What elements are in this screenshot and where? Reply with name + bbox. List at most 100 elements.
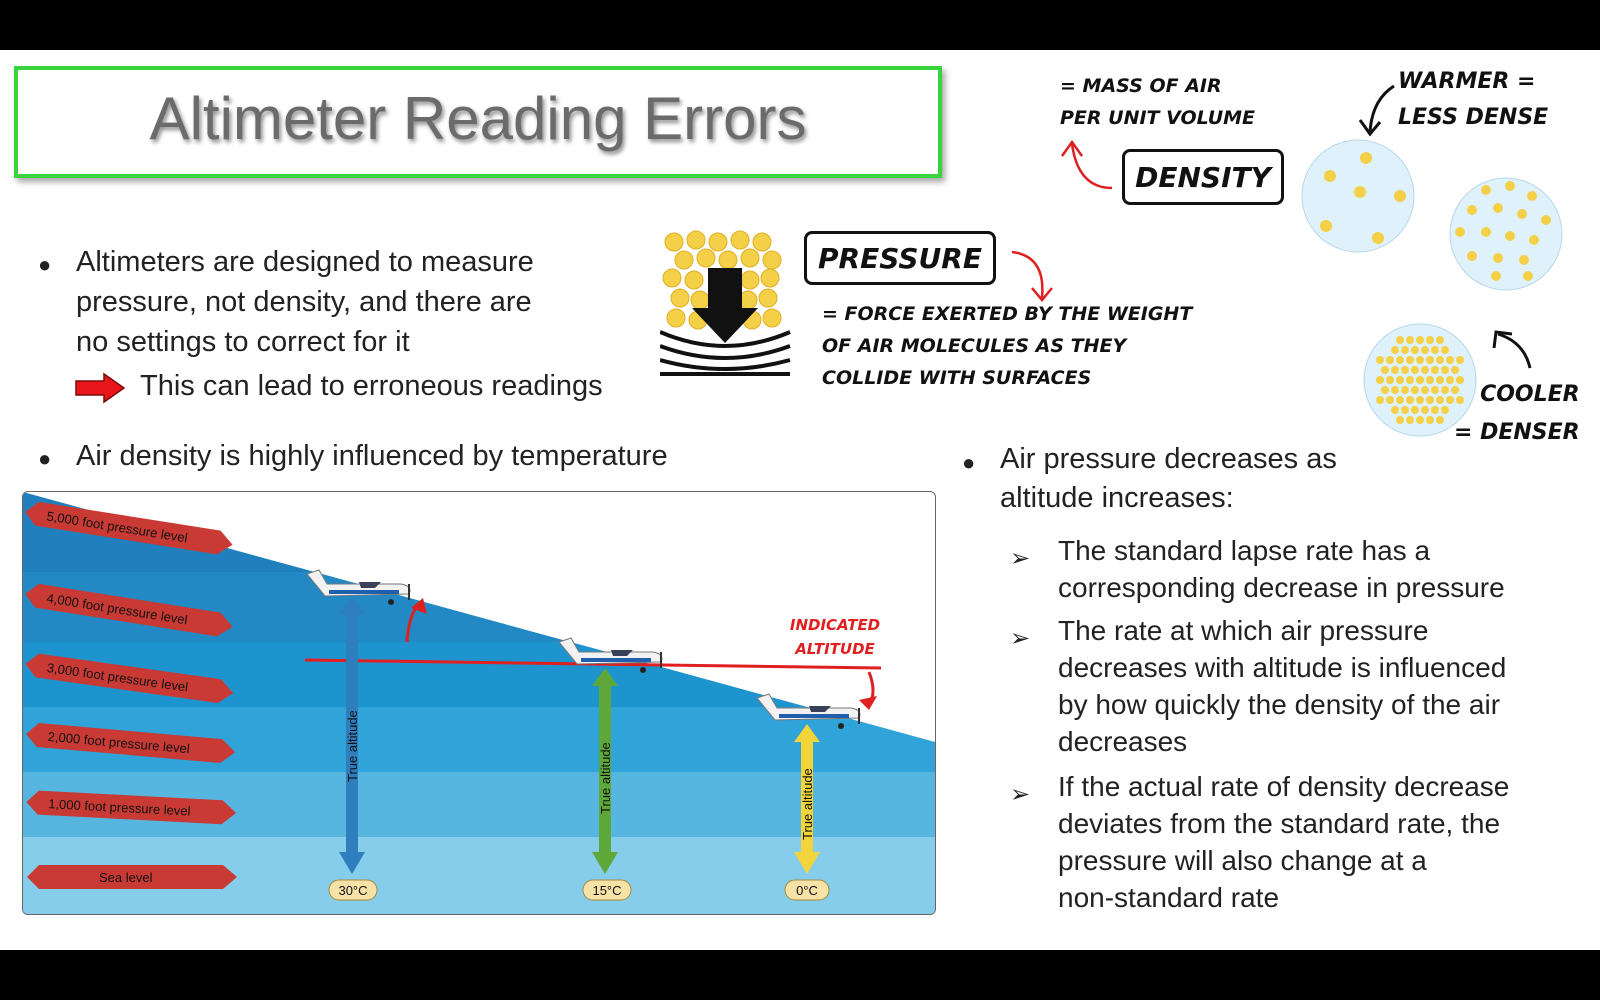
molecule-dot — [1436, 376, 1444, 384]
molecule-dot — [1421, 406, 1429, 414]
molecule-dot — [1396, 396, 1404, 404]
molecule-dot — [1451, 386, 1459, 394]
bullet-line: altitude increases: — [1000, 482, 1234, 514]
molecule-dot — [1401, 366, 1409, 374]
molecule-dot — [1451, 366, 1459, 374]
molecule-dot — [1426, 336, 1434, 344]
temp-pill: 30°C — [328, 879, 378, 901]
definition-line: = FORCE EXERTED BY THE WEIGHT — [822, 303, 1193, 325]
sub-bullet-rate: The rate at which air pressure decreases… — [1058, 612, 1506, 760]
molecule-dot — [1446, 356, 1454, 364]
molecule-dot — [1396, 356, 1404, 364]
molecule-dot — [1411, 346, 1419, 354]
true-altitude-arrow-yellow: True altitude — [794, 724, 820, 874]
molecule-dot — [1406, 376, 1414, 384]
red-arrow-icon — [75, 372, 126, 404]
molecule-dot — [1391, 346, 1399, 354]
temp-pill: 0°C — [784, 879, 830, 901]
temp-pill: 15°C — [582, 879, 632, 901]
slide: Altimeter Reading Errors ● Altimeters ar… — [0, 50, 1600, 950]
level-tag — [26, 790, 237, 825]
arrow-bullet-icon: ➢ — [1010, 781, 1031, 808]
indicated-altitude-label: INDICATED — [790, 616, 880, 634]
molecule-dot — [1436, 416, 1444, 424]
molecule-dot — [1391, 386, 1399, 394]
bullet-line: Air pressure decreases as — [1000, 443, 1337, 475]
cooler-note: COOLER = DENSER — [1454, 376, 1580, 452]
pressure-red-arrow-icon — [1011, 250, 1053, 302]
molecule-dot — [1401, 346, 1409, 354]
molecule-dot — [1396, 376, 1404, 384]
bullet-line: Altimeters are designed to measure — [76, 246, 534, 278]
temp-label: 0°C — [796, 883, 818, 898]
bullet-line: decreases — [1058, 726, 1188, 757]
molecule-dot — [1431, 366, 1439, 374]
indicated-altitude-label: ALTITUDE — [794, 640, 875, 658]
bullet-line: The rate at which air pressure — [1058, 615, 1429, 646]
warmer-arrow-icon — [1358, 84, 1395, 137]
molecule-dot — [1406, 416, 1414, 424]
molecule-dot — [1416, 376, 1424, 384]
molecule-dot — [1426, 396, 1434, 404]
molecule-dot — [1456, 396, 1464, 404]
bullet-altimeters: Altimeters are designed to measure press… — [76, 242, 534, 362]
page-title: Altimeter Reading Errors — [149, 84, 807, 152]
pressure-level-tags: 5,000 foot pressure level 4,000 foot pre… — [25, 501, 237, 889]
dense-molecules — [1376, 336, 1464, 424]
note-line: COOLER — [1480, 382, 1580, 407]
molecule-dot — [1381, 386, 1389, 394]
level-label: 1,000 foot pressure level — [48, 796, 191, 818]
molecule-dot — [1386, 356, 1394, 364]
bullet-dot: ● — [38, 446, 52, 471]
molecule-dot — [1406, 356, 1414, 364]
bullet-line: corresponding decrease in pressure — [1058, 572, 1505, 603]
note-line: WARMER = — [1398, 69, 1536, 94]
level-tag — [25, 501, 233, 555]
molecule-dot — [1406, 396, 1414, 404]
pressure-label: PRESSURE — [804, 231, 996, 285]
molecule-dot — [1391, 406, 1399, 414]
diagram-canvas: 5,000 foot pressure level 4,000 foot pre… — [23, 492, 935, 914]
molecule-dot — [1406, 336, 1414, 344]
molecule-dot — [1411, 386, 1419, 394]
arrow-bullet-icon: ➢ — [1010, 625, 1031, 652]
true-altitude-arrow-blue: True altitude — [339, 596, 365, 874]
definition-line: PER UNIT VOLUME — [1060, 107, 1256, 129]
definition-line: COLLIDE WITH SURFACES — [822, 367, 1092, 389]
note-line: LESS DENSE — [1398, 105, 1549, 130]
level-tag — [25, 723, 236, 763]
molecule-dot — [1441, 366, 1449, 374]
red-arrowhead-icon — [411, 598, 427, 614]
molecule-dot — [1416, 416, 1424, 424]
molecule-dot — [1401, 386, 1409, 394]
sub-bullet-deviation: If the actual rate of density decrease d… — [1058, 768, 1509, 916]
bullet-line: pressure will also change at a — [1058, 845, 1427, 876]
bullet-line: non-standard rate — [1058, 882, 1280, 913]
molecule-dot — [1376, 376, 1384, 384]
definition-line: OF AIR MOLECULES AS THEY — [822, 335, 1127, 357]
molecule-dot — [1426, 356, 1434, 364]
arrow-bullet-icon: ➢ — [1010, 545, 1031, 572]
true-altitude-label: True altitude — [800, 768, 815, 840]
molecule-circles — [1301, 139, 1563, 437]
molecule-dot — [1456, 376, 1464, 384]
molecule-dot — [1386, 396, 1394, 404]
bullet-line: The standard lapse rate has a — [1058, 535, 1431, 566]
molecule-dot — [1436, 336, 1444, 344]
red-arrowhead-icon — [859, 696, 877, 710]
molecule-dot — [1421, 386, 1429, 394]
level-tag — [25, 653, 234, 704]
molecule-dot — [1411, 406, 1419, 414]
molecule-dot — [1441, 406, 1449, 414]
bullet-line: pressure, not density, and there are — [76, 286, 532, 318]
bullet-dot: ● — [962, 450, 976, 475]
molecule-dot — [1386, 376, 1394, 384]
bullet-line: If the actual rate of density decrease — [1058, 771, 1510, 802]
pressure-illustration — [660, 230, 791, 376]
bullet-line: decreases with altitude is influenced — [1058, 652, 1507, 683]
molecule-dot — [1446, 396, 1454, 404]
density-definition: = MASS OF AIR PER UNIT VOLUME — [1060, 70, 1255, 134]
molecule-dot — [1446, 376, 1454, 384]
bullet-line: no settings to correct for it — [76, 326, 410, 358]
molecule-dot — [1416, 396, 1424, 404]
